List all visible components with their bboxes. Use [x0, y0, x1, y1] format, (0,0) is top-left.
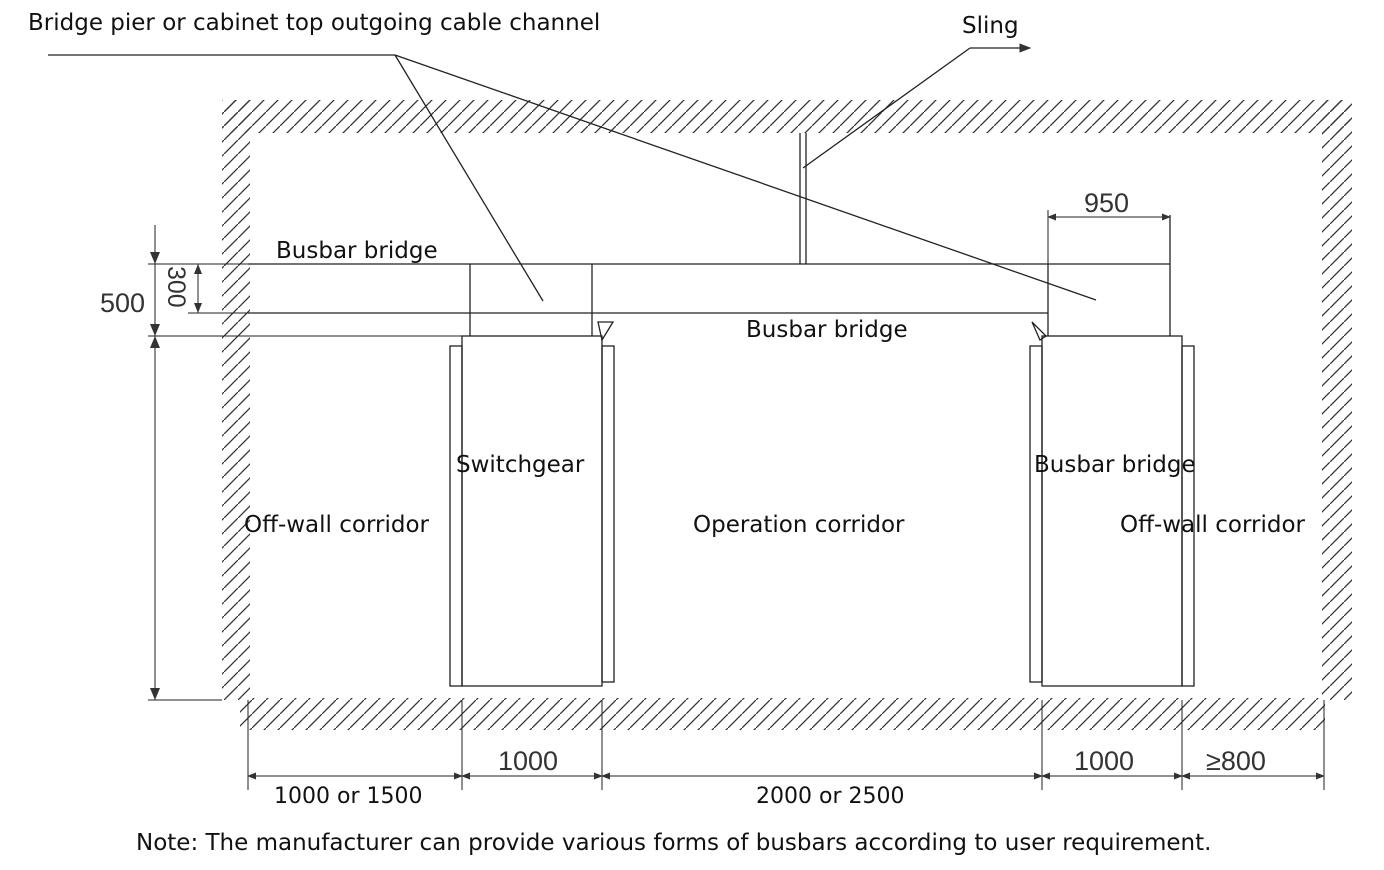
dimension-800: ≥800	[1206, 746, 1266, 776]
dimension-1000-right: 1000	[1074, 746, 1134, 776]
cable-channel-label: Bridge pier or cabinet top outgoing cabl…	[28, 10, 600, 36]
dimension-500: 500	[100, 288, 145, 318]
note-text: Note: The manufacturer can provide vario…	[136, 830, 1211, 856]
dimension-2000-or-2500: 2000 or 2500	[756, 784, 904, 809]
sling-label: Sling	[962, 13, 1019, 39]
room-walls	[222, 100, 1352, 730]
operation-corridor-label: Operation corridor	[693, 512, 905, 538]
off-wall-corridor-label-left: Off-wall corridor	[244, 512, 430, 538]
inner-room	[250, 133, 1322, 698]
off-wall-corridor-label-right: Off-wall corridor	[1120, 512, 1306, 538]
floor	[240, 698, 1325, 730]
right-wall	[1322, 100, 1352, 700]
dimension-300: 300	[162, 266, 190, 308]
sling-leader	[802, 47, 971, 169]
switchgear-label: Switchgear	[456, 452, 585, 478]
busbar-bridge-label-top: Busbar bridge	[276, 238, 438, 264]
busbar-bridge-label-right: Busbar bridge	[1034, 452, 1196, 478]
dimension-1000-left: 1000	[498, 746, 558, 776]
left-wall	[222, 100, 250, 700]
dimension-1000-or-1500: 1000 or 1500	[274, 784, 422, 809]
ceiling-wall	[222, 100, 1350, 133]
dimension-950: 950	[1084, 188, 1129, 218]
busbar-bridge-label-mid: Busbar bridge	[746, 317, 908, 343]
